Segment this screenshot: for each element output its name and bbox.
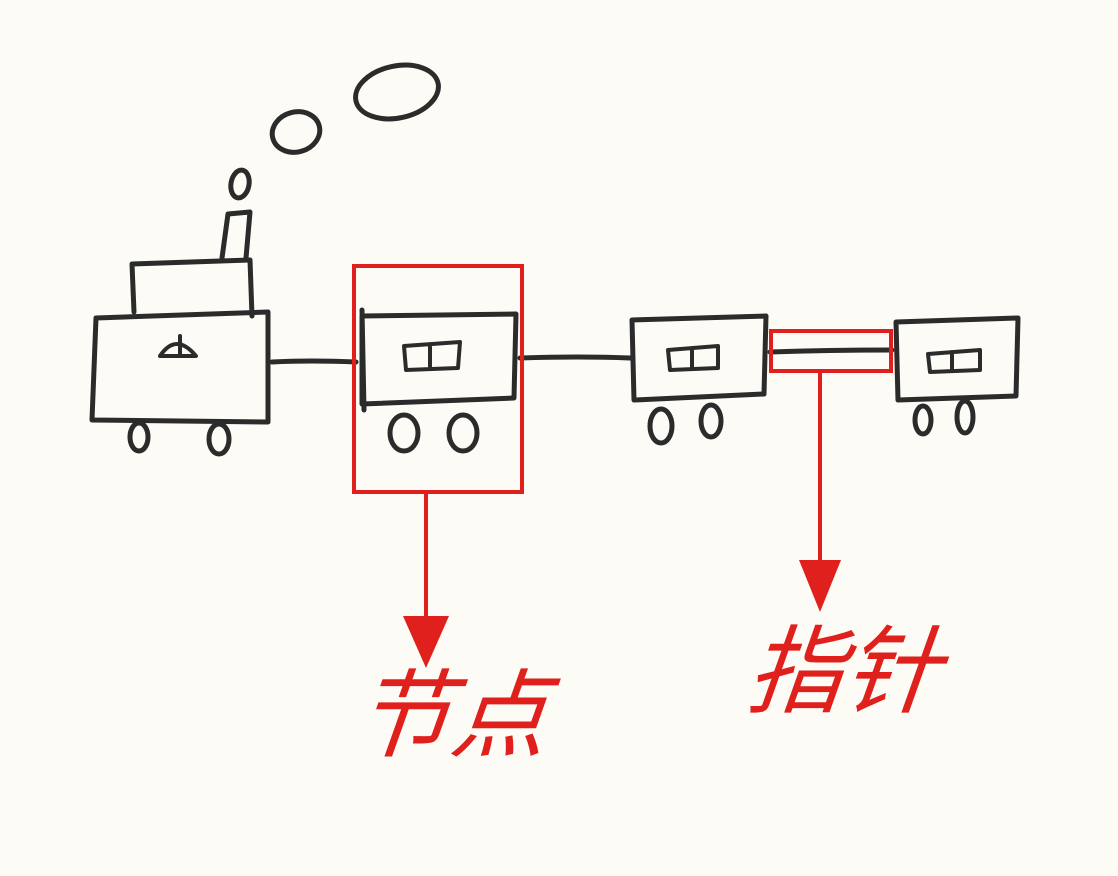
car-3	[893, 315, 1021, 437]
car-2-wheel-left	[647, 406, 675, 446]
pointer-arrow-head	[799, 560, 841, 612]
car-2-wheel-right	[698, 402, 724, 440]
node-highlight	[352, 264, 524, 668]
car-3-wheel-left	[912, 403, 934, 437]
car-3-body	[893, 315, 1021, 403]
locomotive-cabin	[129, 257, 255, 319]
car-2-body	[629, 313, 769, 403]
node-highlight-box	[352, 264, 524, 494]
pointer-highlight-box	[769, 329, 893, 373]
car-3-window	[926, 348, 982, 374]
smoke-puffs	[228, 62, 441, 201]
coupling-1	[269, 358, 359, 365]
locomotive	[89, 209, 271, 457]
locomotive-wheel-right	[206, 421, 232, 457]
locomotive-body	[89, 309, 271, 425]
coupling-2	[517, 354, 633, 361]
locomotive-wheel-left	[127, 420, 151, 454]
smoke-puff-small	[228, 167, 252, 201]
smoke-puff-medium	[269, 109, 323, 155]
pointer-label: 指针	[742, 616, 946, 728]
car-1-body	[359, 307, 519, 413]
locomotive-window	[158, 334, 198, 358]
pointer-highlight	[769, 329, 893, 612]
smoke-puff-large	[353, 62, 441, 122]
car-2-window	[666, 344, 720, 372]
car-1-wheel-right	[446, 412, 480, 454]
node-label: 节点	[350, 660, 554, 772]
car-1-window	[402, 340, 462, 372]
coupling-3	[767, 347, 895, 355]
locomotive-chimney	[219, 209, 253, 261]
car-1	[359, 307, 519, 454]
car-3-wheel-right	[954, 398, 976, 436]
car-1-wheel-left	[387, 412, 421, 454]
node-arrow-head	[403, 616, 449, 668]
car-2	[629, 313, 769, 446]
